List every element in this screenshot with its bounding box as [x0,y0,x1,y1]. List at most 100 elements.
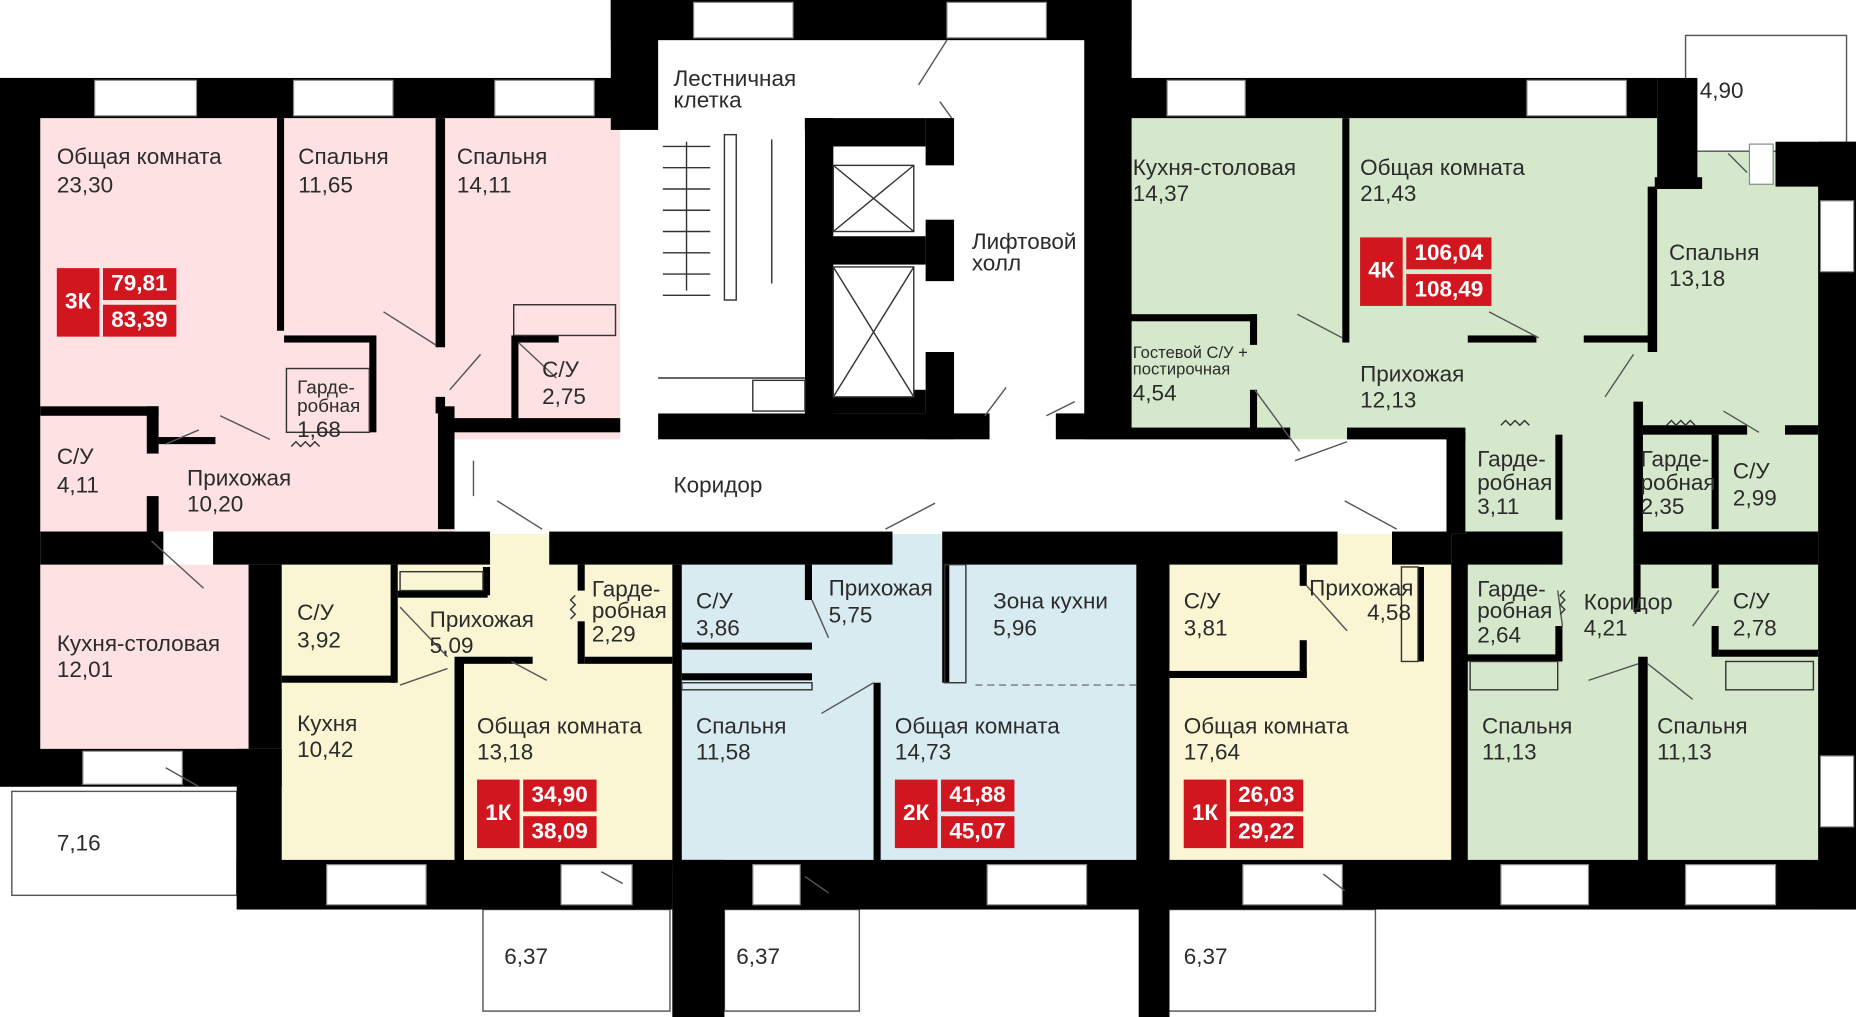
room-label: Прихожая [429,608,534,634]
room-label: Спальня [696,714,787,740]
room-label: Спальня [1669,240,1760,266]
apartment-type: 1К [477,779,520,849]
room-label: С/У [1732,459,1770,485]
room-label: Лифтовой [971,230,1077,256]
room-label: 3,92 [297,628,341,654]
room-label: 5,96 [993,616,1037,642]
room-label: 13,18 [477,740,534,766]
room-label: Спальня [298,145,389,171]
room-label: 6,37 [1183,944,1228,970]
room-label: Общая комната [1183,714,1349,740]
room-label: Гостевой С/У + [1132,342,1248,362]
living-area: 106,04 [1406,237,1492,270]
room-label: Зона кухни [993,589,1108,615]
room-label: 2,99 [1732,486,1777,512]
room-label: постирочная [1132,359,1231,378]
room-label: Прихожая [1360,362,1465,388]
room-label: Гарде- [591,577,661,603]
total-area: 83,39 [102,304,176,337]
room-label: 6,37 [504,944,549,970]
apartment-type: 3К [56,268,100,337]
room-label: робная [1477,471,1553,497]
room-label: робная [1640,471,1716,497]
balconies [11,34,1848,1012]
room-label: С/У [297,601,334,627]
room-label: клетка [673,88,742,114]
room-label: Лестничная [673,67,797,93]
apartment-areas: 106,04 108,49 [1406,237,1492,306]
living-area: 26,03 [1229,779,1303,812]
room-label: 2,35 [1640,494,1685,520]
total-area: 38,09 [523,816,597,849]
room-label: робная [297,396,361,417]
room-label: Гарде- [297,377,355,399]
room-label: 4,54 [1132,381,1177,407]
total-area: 29,22 [1229,816,1303,849]
apartment-areas: 26,03 29,22 [1229,779,1303,849]
room-label: Спальня [1481,714,1573,740]
room-label: 4,11 [56,473,99,499]
room-label: Кухня-столовая [56,631,221,657]
living-area: 34,90 [523,779,597,812]
room-label: 23,30 [56,173,114,199]
total-area: 45,07 [941,816,1014,849]
room-label: Общая комната [477,714,642,740]
room-label: С/У [542,357,579,383]
room-label: Прихожая [828,576,933,602]
room-label: 14,37 [1132,181,1190,207]
room-label: 2,29 [591,622,636,648]
room-label: холл [971,251,1022,277]
room-label: Общая комната [894,714,1060,740]
room-label: 14,11 [456,173,512,199]
stairwell [658,129,806,414]
room-label: Спальня [456,145,548,171]
door-swings [151,39,1760,894]
room-label: Гарде- [1477,447,1546,473]
room-label: 14,73 [894,740,952,766]
room-label: Кухня-столовая [1132,155,1297,181]
room-label: 13,18 [1669,266,1726,292]
room-label: С/У [1732,589,1770,615]
room-label: Гарде- [1477,577,1546,603]
room-label: С/У [696,589,733,615]
room-label: 1,68 [297,418,341,443]
apartment-type: 2К [894,779,938,849]
room-label: 12,13 [1360,388,1417,414]
room-label: 3,86 [696,616,740,642]
room-label: 2,75 [542,385,586,410]
elevators [832,164,915,398]
balcony-6-37-c [1166,908,1377,1012]
room-label: 11,13 [1481,740,1537,766]
room-label: 11,13 [1657,740,1712,766]
room-label: Коридор [1583,590,1673,616]
room-label: Прихожая [1309,576,1414,602]
room-label: Гарде- [1640,447,1710,473]
room-label: С/У [1183,589,1221,615]
room-label: робная [591,598,667,624]
room-label: С/У [56,445,94,471]
room-label: Спальня [1657,714,1748,740]
room-label: 3,11 [1477,494,1520,520]
room-label: 4,90 [1699,79,1744,104]
balcony-4-90 [1684,34,1848,152]
room-label: Прихожая [187,466,292,492]
apartment-type: 4К [1360,237,1403,306]
living-area: 79,81 [102,268,176,301]
room-label: Общая комната [1360,155,1525,181]
room-label: 6,37 [736,944,781,970]
room-label: робная [1477,598,1553,624]
total-area: 108,49 [1406,274,1492,306]
room-label: 5,75 [828,603,873,629]
room-label: 3,81 [1183,616,1228,642]
room-label: 17,64 [1183,740,1240,766]
apartment-areas: 34,90 38,09 [523,779,597,849]
